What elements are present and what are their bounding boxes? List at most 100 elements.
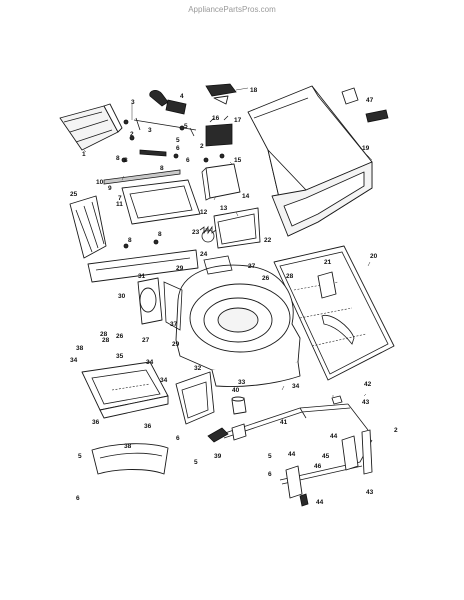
callout-30: 30 [118, 293, 126, 300]
callout-12: 12 [200, 209, 208, 216]
callout-32: 32 [194, 365, 202, 372]
callout-16: 16 [212, 115, 220, 122]
charger-part [205, 83, 237, 105]
callout-33: 33 [238, 379, 246, 386]
callout-36: 36 [92, 419, 100, 426]
callout-19: 19 [362, 145, 370, 152]
callout-38: 38 [124, 443, 132, 450]
callout-6c: 6 [76, 495, 80, 502]
side-bracket-part [285, 435, 359, 507]
callout-43b: 43 [366, 489, 374, 496]
callout-5d: 5 [194, 459, 198, 466]
grass-bag-frame-part [273, 245, 395, 381]
callout-6: 6 [186, 157, 190, 164]
spacer-part [231, 396, 247, 415]
callout-3: 3 [131, 99, 135, 106]
callout-23: 23 [192, 229, 200, 236]
battery-part [201, 115, 241, 201]
deflector-part [69, 195, 107, 259]
callout-5b: 5 [176, 137, 180, 144]
callout-36b: 36 [144, 423, 152, 430]
callout-3b: 3 [148, 127, 152, 134]
rear-bumper-part [91, 443, 169, 475]
charger-plug-part [341, 87, 389, 123]
callout-5e: 5 [268, 453, 272, 460]
callout-26b: 26 [262, 275, 270, 282]
callout-34b: 34 [146, 359, 154, 366]
callout-11: 11 [116, 201, 123, 208]
callout-46: 46 [314, 463, 322, 470]
callout-20: 20 [370, 253, 378, 260]
callout-28b: 28 [286, 273, 294, 280]
callout-17: 17 [234, 117, 242, 124]
callout-34c: 34 [160, 377, 168, 384]
callout-29: 29 [176, 265, 184, 272]
callout-2b: 2 [200, 143, 204, 150]
callout-25: 25 [70, 191, 78, 198]
handle-bracket-part [133, 90, 197, 157]
spring-part [199, 225, 217, 243]
callout-10: 10 [96, 179, 104, 186]
callout-7: 7 [118, 195, 122, 202]
callout-26: 26 [116, 333, 124, 340]
callout-47: 47 [366, 97, 374, 104]
callout-8: 8 [124, 157, 128, 164]
callout-34: 34 [70, 357, 78, 364]
motor-bracket-part [137, 277, 183, 331]
callout-2: 2 [130, 131, 134, 138]
leader-lines [83, 87, 373, 397]
battery-tray-part [103, 169, 201, 225]
callout-14: 14 [242, 193, 250, 200]
callout-27: 27 [142, 337, 150, 344]
callout-9: 9 [108, 185, 112, 192]
callout-44: 44 [330, 433, 338, 440]
callout-24: 24 [200, 251, 208, 258]
callout-labels: 1 2 3 4 5 6 7 8 9 10 11 12 13 14 15 16 1… [70, 87, 398, 506]
callout-37: 37 [170, 321, 178, 328]
callout-34d: 34 [292, 383, 300, 390]
callout-21: 21 [324, 259, 332, 266]
mower-deck-part [175, 255, 301, 387]
callout-6e: 6 [268, 471, 272, 478]
callout-5: 5 [184, 123, 188, 130]
callout-8d: 8 [116, 155, 120, 162]
callout-18: 18 [250, 87, 258, 94]
callout-2c: 2 [394, 427, 398, 434]
callout-38b: 38 [76, 345, 84, 352]
callout-42: 42 [364, 381, 372, 388]
watermark-text: AppliancePartsPros.com [188, 5, 276, 14]
callout-44b: 44 [288, 451, 296, 458]
callout-6d: 6 [176, 435, 180, 442]
callout-8c: 8 [158, 231, 162, 238]
callout-40: 40 [232, 387, 240, 394]
callout-45: 45 [322, 453, 330, 460]
callout-29b: 29 [172, 341, 180, 348]
callout-44c: 44 [316, 499, 324, 506]
cover-panel-part [213, 207, 261, 249]
callout-13: 13 [220, 205, 228, 212]
callout-6b: 6 [176, 145, 180, 152]
rear-skirt-part [175, 371, 215, 425]
callout-22: 22 [264, 237, 272, 244]
rear-flap-part [87, 239, 199, 283]
callout-27b: 27 [248, 263, 256, 270]
height-lever-part [207, 423, 247, 443]
callout-43: 43 [362, 399, 370, 406]
callout-28c: 28 [102, 337, 110, 344]
screws-part [121, 119, 209, 163]
callout-35: 35 [116, 353, 124, 360]
callout-4: 4 [180, 93, 184, 100]
wheel-bracket-part [81, 361, 169, 419]
callout-41: 41 [280, 419, 288, 426]
callout-8e: 8 [160, 165, 164, 172]
callout-8b: 8 [128, 237, 132, 244]
callout-39: 39 [214, 453, 222, 460]
callout-31: 31 [138, 273, 146, 280]
front-guard-part [59, 103, 123, 151]
callout-1: 1 [82, 151, 86, 158]
callout-5c: 5 [78, 453, 82, 460]
callout-28: 28 [100, 331, 108, 338]
callout-15: 15 [234, 157, 242, 164]
grass-bag-part [247, 85, 373, 237]
